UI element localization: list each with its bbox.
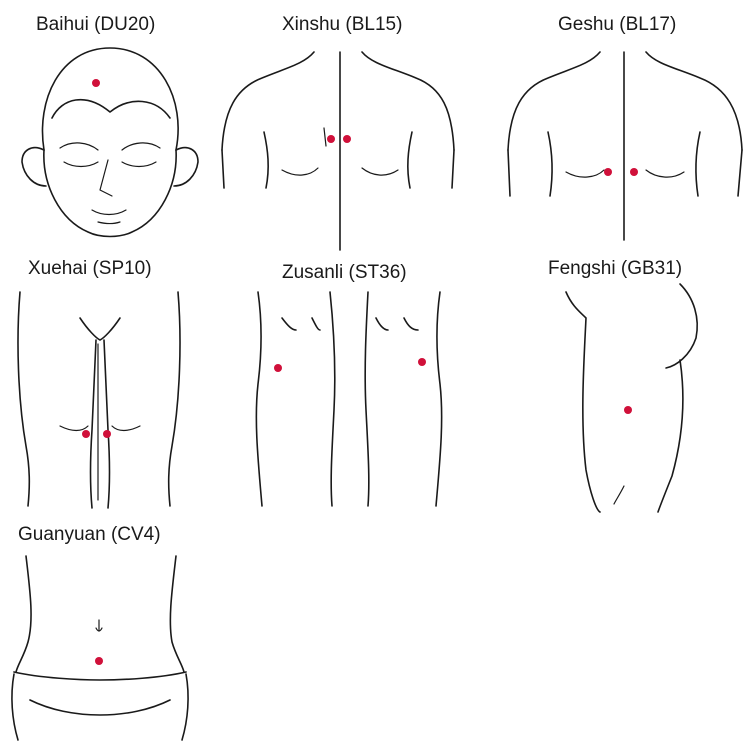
acupoint-marker <box>630 168 638 176</box>
acupoint-marker <box>82 430 90 438</box>
acupoint-marker <box>92 79 100 87</box>
acupoint-marker <box>604 168 612 176</box>
back-illustration-xinshu <box>222 52 454 250</box>
acupoint-marker <box>327 135 335 143</box>
acupoint-marker <box>343 135 351 143</box>
back-illustration-geshu <box>508 52 742 240</box>
acupoint-marker <box>274 364 282 372</box>
thigh-illustration <box>18 292 180 508</box>
head-illustration <box>22 48 198 237</box>
acupoint-marker <box>103 430 111 438</box>
abdomen-illustration <box>12 556 188 740</box>
acupoint-marker <box>418 358 426 366</box>
acupoint-marker <box>624 406 632 414</box>
acupoint-marker <box>95 657 103 665</box>
lower-legs-illustration <box>256 292 441 506</box>
side-thigh-illustration <box>566 284 697 512</box>
